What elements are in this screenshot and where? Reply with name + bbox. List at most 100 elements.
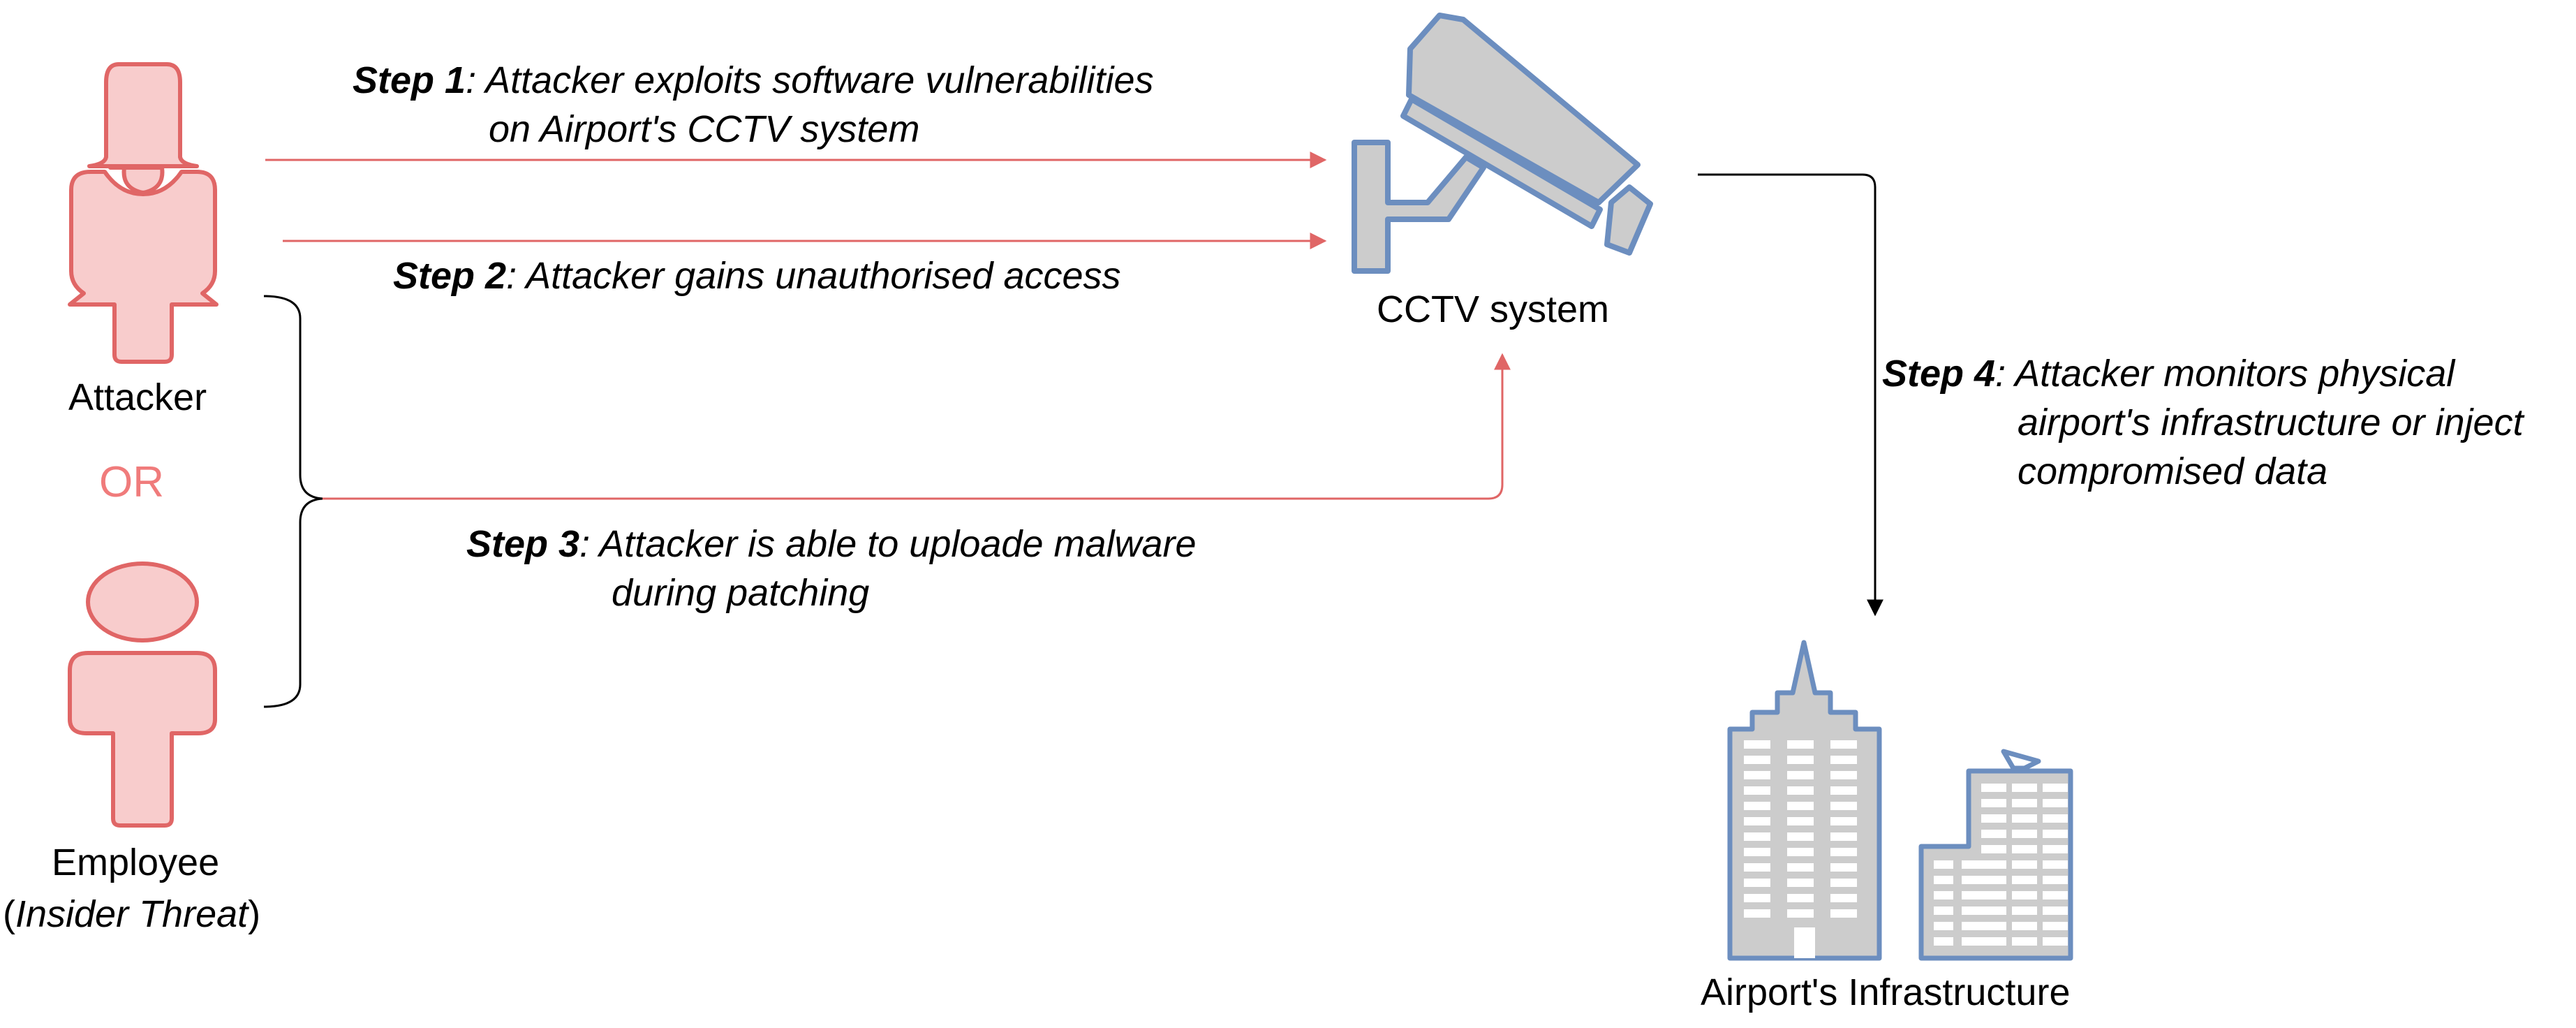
step3-label: Step 3 xyxy=(466,523,580,565)
window xyxy=(1744,909,1770,918)
window xyxy=(1744,894,1770,902)
window xyxy=(1744,817,1770,825)
building-door xyxy=(1794,927,1815,958)
window xyxy=(1934,860,1953,869)
window xyxy=(1830,863,1857,872)
window xyxy=(1830,848,1857,856)
window xyxy=(2043,937,2068,946)
window xyxy=(1787,802,1814,810)
window xyxy=(1830,802,1857,810)
window xyxy=(1830,894,1857,902)
window xyxy=(1981,799,2006,807)
window xyxy=(1744,832,1770,841)
window xyxy=(1830,817,1857,825)
attacker-person-icon xyxy=(68,62,219,364)
window xyxy=(2012,814,2037,823)
window xyxy=(1744,786,1770,795)
building-windows xyxy=(1744,740,2068,946)
window xyxy=(1830,909,1857,918)
window xyxy=(1830,879,1857,887)
step4-label: Step 4 xyxy=(1882,353,1996,395)
window xyxy=(1981,860,2006,869)
step1-line1: Step 1: Attacker exploits software vulne… xyxy=(353,59,1154,101)
step1-label: Step 1 xyxy=(353,59,466,101)
window xyxy=(1787,786,1814,795)
window xyxy=(2012,876,2037,884)
window xyxy=(1981,784,2006,792)
attacker-label: Attacker xyxy=(68,376,207,418)
step4-line1: Step 4: Attacker monitors physical xyxy=(1882,353,2455,395)
window xyxy=(1981,922,2006,930)
step4-line3: compromised data xyxy=(2018,450,2328,492)
window xyxy=(1981,906,2006,915)
window xyxy=(2043,799,2068,807)
window xyxy=(1981,814,2006,823)
infrastructure-label: Airport's Infrastructure xyxy=(1701,971,2071,1013)
window xyxy=(1744,848,1770,856)
window xyxy=(2043,845,2068,853)
window xyxy=(1787,879,1814,887)
window xyxy=(1787,740,1814,749)
cctv-camera-icon xyxy=(1352,13,1653,274)
employee-person-icon xyxy=(68,561,217,828)
window xyxy=(1934,891,1953,900)
or-label: OR xyxy=(99,458,164,506)
window xyxy=(2043,906,2068,915)
window xyxy=(1934,922,1953,930)
building-icon xyxy=(1727,640,2073,961)
window xyxy=(2012,799,2037,807)
window xyxy=(1962,860,1981,869)
window xyxy=(1962,891,1981,900)
window xyxy=(1962,876,1981,884)
window xyxy=(1744,740,1770,749)
step2-text: Step 2: Attacker gains unauthorised acce… xyxy=(393,255,1121,297)
window xyxy=(1981,845,2006,853)
step4-arrow xyxy=(1698,173,1883,617)
window xyxy=(1934,906,1953,915)
window xyxy=(1830,740,1857,749)
window xyxy=(2043,830,2068,838)
window xyxy=(1934,937,1953,946)
window xyxy=(1787,863,1814,872)
window xyxy=(1830,832,1857,841)
step1-line2: on Airport's CCTV system xyxy=(489,108,920,150)
window xyxy=(1744,802,1770,810)
window xyxy=(1787,894,1814,902)
step3-arrow xyxy=(323,353,1511,500)
window xyxy=(1787,756,1814,764)
window xyxy=(1830,786,1857,795)
window xyxy=(1934,876,1953,884)
window xyxy=(1787,909,1814,918)
step4-line2: airport's infrastructure or inject xyxy=(2018,402,2524,443)
actor-group-brace xyxy=(263,295,323,708)
window xyxy=(1962,937,1981,946)
window xyxy=(2043,876,2068,884)
window xyxy=(1830,756,1857,764)
step3-line2: during patching xyxy=(612,572,870,614)
employee-sublabel: (Insider Threat) xyxy=(3,893,261,935)
step3-line1: Step 3: Attacker is able to uploade malw… xyxy=(466,523,1197,565)
employee-label: Employee xyxy=(52,842,220,883)
window xyxy=(1744,863,1770,872)
window xyxy=(2012,845,2037,853)
window xyxy=(1744,879,1770,887)
insider-threat-text: Insider Threat xyxy=(15,893,249,935)
window xyxy=(2012,860,2037,869)
step2-label: Step 2 xyxy=(393,255,507,297)
cctv-label: CCTV system xyxy=(1377,288,1610,330)
window xyxy=(2012,937,2037,946)
window xyxy=(2043,891,2068,900)
window xyxy=(1962,906,1981,915)
window xyxy=(2043,784,2068,792)
window xyxy=(2012,830,2037,838)
window xyxy=(1744,756,1770,764)
window xyxy=(1981,830,2006,838)
window xyxy=(2043,814,2068,823)
window xyxy=(2012,891,2037,900)
window xyxy=(1787,848,1814,856)
window xyxy=(1787,832,1814,841)
window xyxy=(1981,937,2006,946)
window xyxy=(2012,784,2037,792)
